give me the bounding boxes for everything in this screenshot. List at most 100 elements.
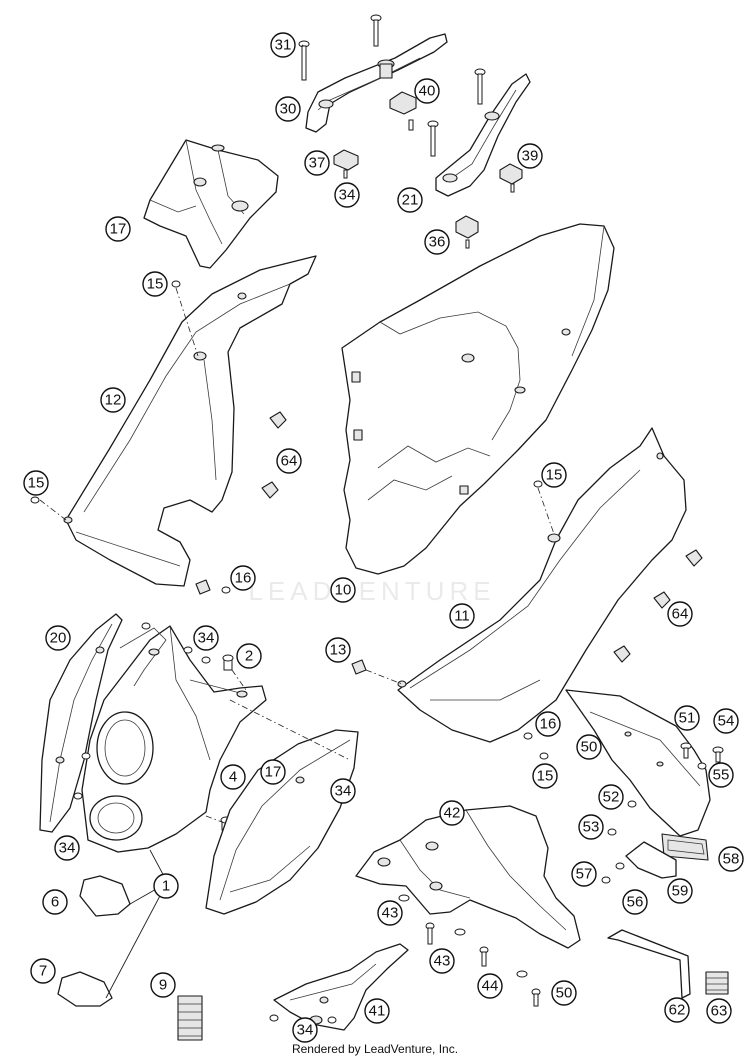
screw-34-front-d[interactable] (81, 752, 91, 760)
screw-34-top[interactable] (408, 119, 414, 131)
callout-55[interactable]: 55 (708, 762, 734, 788)
callout-9[interactable]: 9 (150, 972, 176, 998)
callout-34-e[interactable]: 34 (292, 1017, 318, 1043)
plate-50[interactable] (565, 689, 711, 837)
callout-17[interactable]: 17 (105, 216, 131, 242)
callout-53[interactable]: 53 (578, 814, 604, 840)
grille-9[interactable] (177, 995, 203, 1041)
callout-20[interactable]: 17 (260, 759, 286, 785)
tail-section-10[interactable] (341, 223, 615, 575)
screw-34-bracket-a[interactable] (269, 1014, 279, 1022)
callout-34-c[interactable]: 34 (330, 778, 356, 804)
callout-42[interactable]: 43 (377, 900, 403, 926)
washer-43[interactable] (454, 928, 466, 936)
screw-top-handle[interactable] (370, 14, 382, 47)
callout-11[interactable]: 11 (449, 603, 475, 629)
reflector-58[interactable] (661, 833, 709, 861)
callout-59[interactable]: 59 (667, 878, 693, 904)
screw-51[interactable] (680, 742, 692, 759)
clip-39[interactable] (389, 91, 417, 115)
screw-43-a[interactable] (425, 922, 435, 945)
nut-57[interactable] (601, 876, 611, 884)
screw-15-left-top[interactable] (171, 280, 181, 288)
washer-44[interactable] (516, 970, 528, 978)
callout-6[interactable]: 6 (42, 889, 68, 915)
screw-15-left[interactable] (30, 496, 40, 504)
push-rivet-64-left-a[interactable] (269, 411, 287, 429)
screw-handle-30a[interactable] (474, 68, 486, 105)
screw-43-b[interactable] (479, 946, 489, 967)
callout-54[interactable]: 54 (713, 708, 739, 734)
screw-34-front-e[interactable] (73, 792, 83, 800)
clip-16-left[interactable] (195, 579, 231, 595)
callout-35[interactable]: 31 (270, 32, 296, 58)
callout-15-c[interactable]: 15 (541, 462, 567, 488)
callout-63[interactable]: 63 (706, 998, 732, 1024)
washer-52[interactable] (627, 800, 637, 808)
front-side-panel-20[interactable] (205, 729, 359, 915)
callout-16-a[interactable]: 16 (230, 565, 256, 591)
callout-38[interactable]: 39 (517, 143, 543, 169)
screw-54[interactable] (712, 746, 724, 763)
front-side-strip-21[interactable] (39, 613, 123, 833)
push-rivet-64-left-b[interactable] (261, 481, 279, 499)
lens-7[interactable] (57, 971, 113, 1007)
callout-51[interactable]: 51 (674, 705, 700, 731)
grab-handle-31[interactable] (305, 33, 448, 133)
callout-31[interactable]: 30 (275, 96, 301, 122)
front-mask-1[interactable] (81, 625, 267, 853)
spacer-2[interactable] (222, 654, 234, 671)
callout-41[interactable]: 42 (439, 800, 465, 826)
callout-4[interactable]: 4 (220, 764, 246, 790)
callout-56[interactable]: 56 (622, 889, 648, 915)
push-rivet-64-right-a[interactable] (685, 549, 703, 567)
callout-64-b[interactable]: 64 (667, 601, 693, 627)
license-holder-41[interactable] (355, 805, 581, 949)
callout-43-a[interactable]: 43 (429, 948, 455, 974)
callout-13[interactable]: 13 (325, 637, 351, 663)
callout-36[interactable]: 36 (424, 229, 450, 255)
screw-35[interactable] (298, 40, 310, 81)
push-rivet-64-right-c[interactable] (613, 645, 631, 663)
callout-7[interactable]: 7 (30, 958, 56, 984)
clip-16-right[interactable] (523, 732, 533, 740)
callout-58[interactable]: 58 (718, 846, 744, 872)
callout-15-d[interactable]: 15 (532, 763, 558, 789)
bracket-62[interactable] (607, 929, 691, 999)
callout-15-a[interactable]: 15 (142, 271, 168, 297)
side-panel-11[interactable] (397, 427, 687, 743)
clip-13[interactable] (351, 659, 367, 675)
bracket-59[interactable] (625, 841, 677, 879)
callout-15-b[interactable]: 15 (23, 470, 49, 496)
nut-53[interactable] (607, 828, 617, 836)
lens-6[interactable] (79, 875, 131, 917)
screw-15-right-bottom[interactable] (539, 752, 549, 760)
reflector-63[interactable] (705, 971, 729, 995)
screw-15-right-top[interactable] (533, 480, 543, 488)
callout-37[interactable]: 37 (304, 150, 330, 176)
callout-57[interactable]: 57 (571, 861, 597, 887)
side-panel-12[interactable] (63, 255, 317, 587)
rear-bracket-17[interactable] (143, 139, 279, 269)
callout-2[interactable]: 2 (236, 643, 262, 669)
washer-56[interactable] (615, 862, 625, 870)
callout-50[interactable]: 50 (576, 734, 602, 760)
clip-38[interactable] (499, 163, 523, 193)
screw-34-front-a[interactable] (141, 622, 151, 630)
callout-1[interactable]: 1 (153, 873, 179, 899)
callout-52[interactable]: 52 (598, 784, 624, 810)
clip-36[interactable] (455, 215, 479, 249)
screw-34-front-b[interactable] (183, 646, 193, 654)
push-rivet-64-right-b[interactable] (653, 591, 671, 609)
callout-34-d[interactable]: 34 (54, 835, 80, 861)
callout-34-b[interactable]: 34 (193, 625, 219, 651)
screw-34-bracket-c[interactable] (327, 1016, 337, 1024)
screw-handle-30b[interactable] (427, 120, 439, 157)
clip-37[interactable] (333, 149, 359, 179)
callout-44[interactable]: 50 (551, 980, 577, 1006)
callout-34-top[interactable]: 34 (334, 182, 360, 208)
callout-43-b[interactable]: 44 (477, 973, 503, 999)
screw-34-front-c[interactable] (201, 656, 211, 664)
callout-39[interactable]: 40 (414, 78, 440, 104)
screw-44[interactable] (531, 988, 541, 1007)
